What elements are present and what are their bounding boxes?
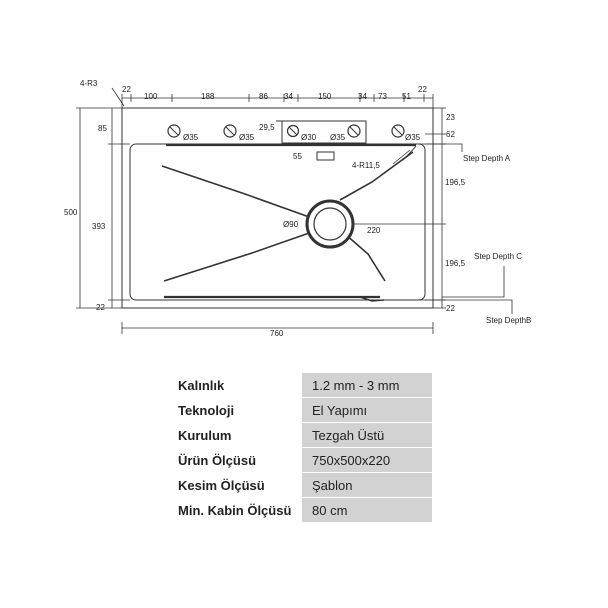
step-c-label: Step Depth C: [474, 252, 522, 261]
top-dim-0: 22: [122, 85, 131, 94]
top-dim-3: 86: [259, 92, 268, 101]
step-b-leader: [384, 299, 513, 314]
top-dim-7: 73: [378, 92, 387, 101]
spec-label: Kalınlık: [176, 373, 302, 398]
top-dim-ticks: [121, 94, 434, 108]
channel-upper-left: [161, 165, 313, 219]
spec-label: Teknoloji: [176, 397, 302, 423]
spec-value: El Yapımı: [302, 397, 432, 423]
bottom-dim-label: 760: [270, 329, 284, 338]
channel-upper-right: [339, 151, 414, 201]
table-row: Kurulum Tezgah Üstü: [176, 422, 432, 448]
radius-leader: [392, 149, 411, 165]
hole4-label: Ø35: [330, 133, 346, 142]
corner-label: 4-R3: [80, 79, 98, 88]
left-top-label: 85: [98, 124, 107, 133]
spec-label: Min. Kabin Ölçüsü: [176, 497, 302, 523]
top-dim-6: 34: [358, 92, 367, 101]
step-a-label: Step Depth A: [463, 154, 511, 163]
sink-outer-outline: [121, 107, 434, 309]
faucet-hole-5: [391, 124, 405, 138]
right-mid1-label: 196,5: [445, 178, 466, 187]
top-dim-8: 51: [402, 92, 411, 101]
right-top2-label: 62: [446, 130, 455, 139]
table-row: Kalınlık 1.2 mm - 3 mm: [176, 373, 432, 398]
step-c-leader: [442, 266, 505, 298]
hole1-label: Ø35: [183, 133, 199, 142]
top-dim-9: 22: [418, 85, 427, 94]
slot-label: 55: [293, 152, 302, 161]
faucet-hole-3: [286, 124, 300, 138]
table-row: Kesim Ölçüsü Şablon: [176, 472, 432, 498]
step-b-label: Step DepthB: [486, 316, 531, 325]
top-dim-4: 34: [284, 92, 293, 101]
step-a-leader: [372, 143, 463, 152]
spec-label: Ürün Ölçüsü: [176, 447, 302, 473]
sink-technical-drawing: 22 100 188 86 34 150 34 73 51 22 4-R3 50…: [64, 79, 531, 338]
channel-lower-left: [163, 231, 313, 282]
left-inner-label: 393: [92, 222, 106, 231]
spec-label: Kesim Ölçüsü: [176, 472, 302, 498]
sink-bowl-outline: [129, 143, 426, 301]
spec-label: Kurulum: [176, 422, 302, 448]
table-row: Ürün Ölçüsü 750x500x220: [176, 447, 432, 473]
spec-value: 1.2 mm - 3 mm: [302, 373, 432, 398]
gap-label: 29,5: [259, 123, 275, 132]
drain-offset-label: 220: [367, 226, 381, 235]
corner-leader: [111, 87, 125, 107]
spec-value: 80 cm: [302, 497, 432, 523]
left-total-label: 500: [64, 208, 78, 217]
spec-value: Tezgah Üstü: [302, 422, 432, 448]
channel-lower-right: [344, 233, 386, 282]
left-bottom-label: 22: [96, 303, 105, 312]
top-dim-1: 100: [144, 92, 158, 101]
bottom-ledge-end: [359, 296, 385, 302]
spec-table: Kalınlık 1.2 mm - 3 mm Teknoloji El Yapı…: [176, 373, 432, 523]
slot-rect: [316, 151, 335, 161]
table-row: Teknoloji El Yapımı: [176, 397, 432, 423]
top-dim-5: 150: [318, 92, 332, 101]
spec-value: 750x500x220: [302, 447, 432, 473]
top-dim-2: 188: [201, 92, 215, 101]
drain-label: Ø90: [283, 220, 299, 229]
faucet-hole-4: [347, 124, 361, 138]
right-mid2-label: 196,5: [445, 259, 466, 268]
right-top1-label: 23: [446, 113, 455, 122]
hole2-label: Ø35: [239, 133, 255, 142]
faucet-hole-1: [167, 124, 181, 138]
hole5-label: Ø35: [405, 133, 421, 142]
right-bottom-label: 22: [446, 304, 455, 313]
drain-inner: [313, 207, 347, 241]
faucet-hole-2: [223, 124, 237, 138]
spec-value: Şablon: [302, 472, 432, 498]
corner-radius-label: 4-R11,5: [352, 161, 380, 170]
hole3-label: Ø30: [301, 133, 317, 142]
table-row: Min. Kabin Ölçüsü 80 cm: [176, 497, 432, 523]
faucet-area-box: [281, 120, 367, 144]
